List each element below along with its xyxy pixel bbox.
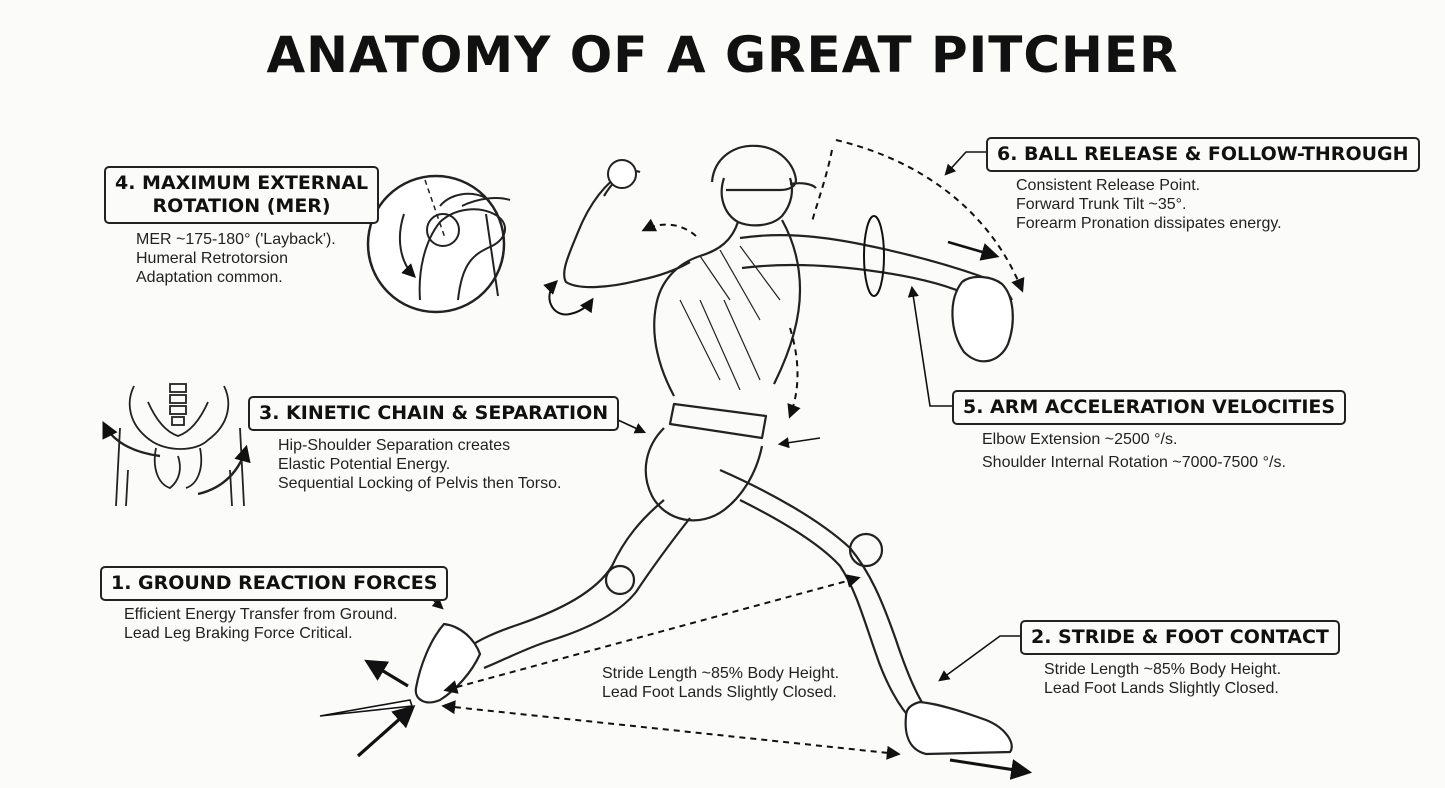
- kinetic-line: Sequential Locking of Pelvis then Torso.: [278, 475, 562, 492]
- mer-heading-line1: 4. MAXIMUM EXTERNAL: [115, 172, 369, 194]
- kinetic-description: Hip-Shoulder Separation creates Elastic …: [278, 436, 561, 493]
- baseball: [607, 159, 637, 189]
- release-line: Forward Trunk Tilt ~35°.: [1016, 196, 1187, 213]
- pitcher-figure: [467, 144, 1013, 721]
- arm-heading: 5. ARM ACCELERATION VELOCITIES: [952, 390, 1347, 425]
- ground-line: Efficient Energy Transfer from Ground.: [124, 606, 398, 623]
- release-line: Forearm Pronation dissipates energy.: [1016, 215, 1282, 232]
- kinetic-line: Elastic Potential Energy.: [278, 456, 451, 473]
- mer-description: MER ~175-180° ('Layback'). Humeral Retro…: [136, 230, 336, 287]
- mer-heading-line2: ROTATION (MER): [152, 195, 331, 217]
- mer-line: MER ~175-180° ('Layback').: [136, 231, 336, 248]
- ground-description: Efficient Energy Transfer from Ground. L…: [124, 605, 398, 643]
- stride-center-line: Lead Foot Lands Slightly Closed.: [602, 684, 837, 701]
- mer-line: Adaptation common.: [136, 269, 283, 286]
- stride-center-line: Stride Length ~85% Body Height.: [602, 665, 840, 682]
- mer-line: Humeral Retrotorsion: [136, 250, 289, 267]
- release-line: Consistent Release Point.: [1016, 177, 1201, 194]
- ground-heading: 1. GROUND REACTION FORCES: [100, 566, 449, 601]
- ground-line: Lead Leg Braking Force Critical.: [124, 625, 353, 642]
- lead-cleat: [904, 700, 1013, 756]
- rear-cleat: [414, 622, 482, 704]
- stride-description: Stride Length ~85% Body Height. Lead Foo…: [1044, 660, 1281, 698]
- kinetic-heading: 3. KINETIC CHAIN & SEPARATION: [248, 396, 620, 431]
- release-heading: 6. BALL RELEASE & FOLLOW-THROUGH: [986, 137, 1420, 172]
- kinetic-line: Hip-Shoulder Separation creates: [278, 437, 511, 454]
- mer-heading: 4. MAXIMUM EXTERNAL ROTATION (MER): [104, 166, 380, 224]
- arm-line: Elbow Extension ~2500 °/s.: [982, 431, 1178, 448]
- page-title: ANATOMY OF A GREAT PITCHER: [266, 26, 1179, 84]
- motion-arrows: [319, 139, 1033, 780]
- stride-center-description: Stride Length ~85% Body Height. Lead Foo…: [602, 664, 839, 702]
- pelvis-inset: [102, 383, 251, 507]
- stride-line: Stride Length ~85% Body Height.: [1044, 661, 1282, 678]
- stride-heading: 2. STRIDE & FOOT CONTACT: [1020, 620, 1340, 655]
- arm-line: Shoulder Internal Rotation ~7000-7500 °/…: [982, 454, 1286, 471]
- stride-line: Lead Foot Lands Slightly Closed.: [1044, 680, 1279, 697]
- release-description: Consistent Release Point. Forward Trunk …: [1016, 176, 1282, 233]
- arm-description: Elbow Extension ~2500 °/s. Shoulder Inte…: [982, 430, 1286, 472]
- glove: [951, 275, 1014, 363]
